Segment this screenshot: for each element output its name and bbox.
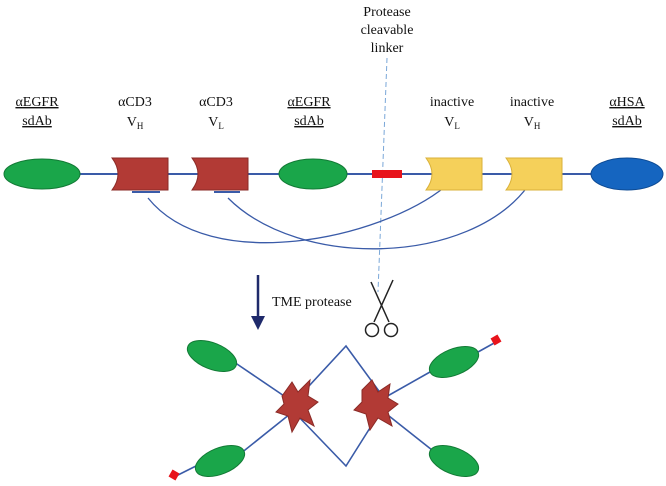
label-protease-line3: linker xyxy=(371,41,404,56)
right-end-marker xyxy=(490,334,502,346)
cleavage-guide-line xyxy=(377,57,388,293)
label-egfr1-line2: sdAb xyxy=(22,114,52,129)
label-egfr2: αEGFR sdAb xyxy=(287,95,331,129)
hsa-sdab xyxy=(590,157,664,191)
label-cd3-vh-main: αCD3 xyxy=(118,95,152,110)
label-hsa-line1: αHSA xyxy=(609,95,645,110)
active-cd3-fv-right xyxy=(353,379,399,432)
label-cd3-vh-sub: VH xyxy=(127,115,144,131)
right-red-tail xyxy=(477,341,497,353)
label-cd3-vh: αCD3 VH xyxy=(118,95,152,131)
left-bottom-arm xyxy=(239,413,291,455)
scissors-icon xyxy=(364,279,399,338)
label-egfr2-line2: sdAb xyxy=(294,114,324,129)
label-cd3-vl-main: αCD3 xyxy=(199,95,233,110)
pairing-arc-vl-vh xyxy=(227,185,529,250)
right-bottom-arm xyxy=(383,411,433,451)
label-inactive-vh: inactive VH xyxy=(510,95,554,131)
label-cd3-vl: αCD3 VL xyxy=(199,95,233,131)
cleaved-complex xyxy=(168,334,502,481)
inactive-vl-domain xyxy=(425,157,483,191)
label-egfr1: αEGFR sdAb xyxy=(15,95,59,129)
pairing-arc-vh-vl xyxy=(147,185,447,244)
label-inactive-vh-sub: VH xyxy=(524,115,541,131)
cd3-vl-domain xyxy=(191,157,249,191)
egfr-sdab-1 xyxy=(3,158,81,190)
inactive-vh-domain xyxy=(505,157,563,191)
left-end-marker xyxy=(168,469,180,481)
active-cd3-fv-left xyxy=(275,378,319,434)
protease-linker xyxy=(372,170,402,178)
label-cd3-vl-sub: VL xyxy=(208,115,224,131)
complex-egfr-sdab-br xyxy=(428,445,480,477)
label-protease-linker: Protease cleavable linker xyxy=(361,5,414,56)
label-protease-line1: Protease xyxy=(363,5,410,20)
label-egfr2-line1: αEGFR xyxy=(287,95,331,110)
right-top-arm xyxy=(383,371,431,399)
label-inactive-vl-sub: VL xyxy=(444,115,460,131)
down-arrow-icon xyxy=(251,275,265,330)
egfr-sdab-2 xyxy=(278,158,348,190)
cd3-vh-domain xyxy=(111,157,169,191)
complex-bottom-loop xyxy=(295,411,381,468)
label-hsa: αHSA sdAb xyxy=(609,95,645,129)
label-inactive-vh-main: inactive xyxy=(510,95,554,110)
complex-egfr-sdab-tl xyxy=(186,340,238,372)
label-inactive-vl-main: inactive xyxy=(430,95,474,110)
label-hsa-line2: sdAb xyxy=(612,114,642,129)
label-protease-line2: cleavable xyxy=(361,23,414,38)
complex-egfr-sdab-tr xyxy=(428,346,480,378)
label-egfr1-line1: αEGFR xyxy=(15,95,59,110)
complex-egfr-sdab-bl xyxy=(194,445,246,477)
label-tme-protease: TME protease xyxy=(272,295,352,310)
left-top-arm xyxy=(233,361,291,401)
label-inactive-vl: inactive VL xyxy=(430,95,474,131)
